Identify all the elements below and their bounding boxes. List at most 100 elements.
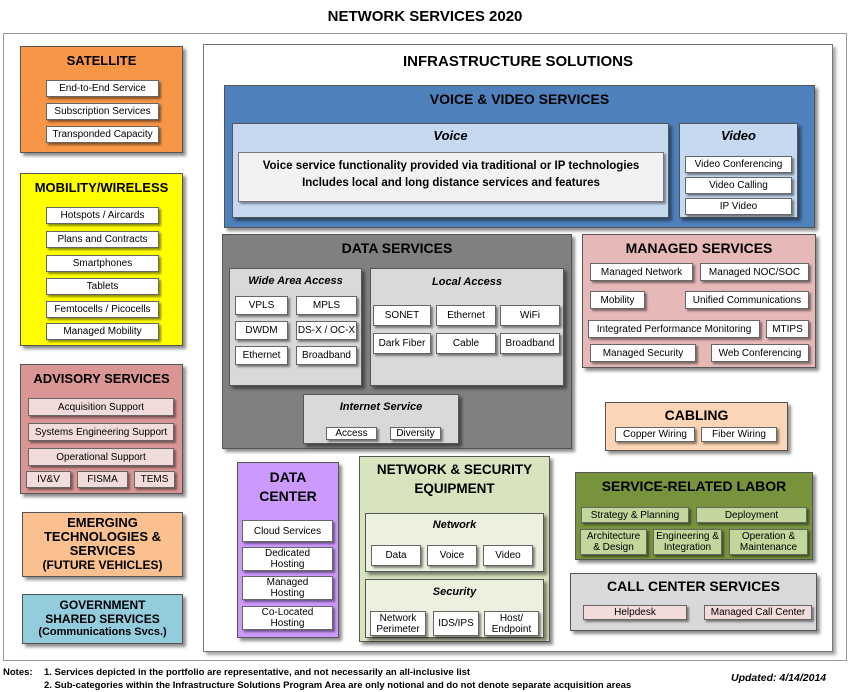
- wide-area-item: MPLS: [296, 296, 357, 315]
- notes-label: Notes:: [3, 667, 33, 678]
- data-center-section: DATA CENTER Cloud Services Dedicated Hos…: [237, 462, 339, 638]
- local-access-item: Cable: [436, 333, 496, 354]
- wide-area-panel: Wide Area Access VPLS MPLS DWDM DS-X / O…: [229, 268, 362, 386]
- cabling-title: CABLING: [664, 407, 729, 423]
- security-title: Security: [432, 586, 477, 598]
- video-item: IP Video: [685, 198, 792, 215]
- advisory-item: Acquisition Support: [28, 398, 174, 416]
- government-line1: GOVERNMENT: [59, 598, 146, 612]
- note-2: 2. Sub-categories within the Infrastruct…: [44, 680, 632, 691]
- government-line2: SHARED SERVICES: [45, 612, 160, 626]
- advisory-title: ADVISORY SERVICES: [33, 371, 170, 386]
- local-access-item: SONET: [373, 305, 431, 326]
- cabling-item: Fiber Wiring: [701, 427, 777, 442]
- voice-line2: Includes local and long distance service…: [302, 177, 600, 189]
- satellite-section: SATELLITE End-to-End Service Subscriptio…: [20, 46, 183, 153]
- data-center-item: Co-Located Hosting: [242, 606, 333, 630]
- network-panel: Network Data Voice Video: [365, 513, 544, 572]
- video-title: Video: [721, 128, 756, 143]
- advisory-item: FISMA: [77, 471, 128, 488]
- local-access-item: WiFi: [500, 305, 560, 326]
- network-item: Video: [483, 545, 533, 566]
- security-item: Network Perimeter: [370, 611, 426, 636]
- data-services-section: DATA SERVICES Wide Area Access VPLS MPLS…: [222, 234, 572, 449]
- government-section: GOVERNMENT SHARED SERVICES (Communicatio…: [22, 594, 183, 644]
- managed-services-item: Managed Security: [590, 344, 696, 362]
- satellite-item: Subscription Services: [46, 103, 159, 120]
- labor-item: Engineering & Integration: [653, 529, 722, 555]
- mobility-title: MOBILITY/WIRELESS: [34, 180, 169, 195]
- wide-area-item: VPLS: [235, 296, 288, 315]
- labor-title: SERVICE-RELATED LABOR: [601, 478, 787, 494]
- portfolio-frame: [3, 33, 847, 661]
- government-line3: (Communications Svcs.): [38, 626, 167, 638]
- advisory-item: Systems Engineering Support: [28, 423, 174, 441]
- emerging-line3: SERVICES: [69, 543, 136, 558]
- video-item: Video Conferencing: [685, 156, 792, 173]
- managed-services-item: Managed NOC/SOC: [700, 263, 809, 281]
- network-security-line2: EQUIPMENT: [414, 481, 495, 496]
- emerging-line2: TECHNOLOGIES &: [43, 529, 161, 544]
- local-access-item: Broadband: [500, 333, 560, 354]
- labor-section: SERVICE-RELATED LABOR Strategy & Plannin…: [575, 472, 813, 560]
- labor-item: Strategy & Planning: [581, 507, 689, 523]
- labor-item: Operation & Maintenance: [729, 529, 808, 555]
- network-security-section: NETWORK & SECURITY EQUIPMENT Network Dat…: [359, 456, 550, 642]
- voice-video-section: VOICE & VIDEO SERVICES Voice Voice servi…: [224, 85, 815, 228]
- emerging-line4: (FUTURE VEHICLES): [42, 558, 163, 572]
- advisory-item: TEMS: [134, 471, 175, 488]
- network-title: Network: [432, 519, 477, 531]
- advisory-item: Operational Support: [28, 448, 174, 466]
- mobility-item: Managed Mobility: [46, 323, 159, 340]
- data-center-line2: CENTER: [259, 488, 317, 504]
- local-access-item: Ethernet: [436, 305, 496, 326]
- data-center-line1: DATA: [269, 469, 307, 485]
- voice-line1: Voice service functionality provided via…: [262, 160, 640, 172]
- video-item: Video Calling: [685, 177, 792, 194]
- wide-area-item: DS-X / OC-X: [296, 321, 357, 340]
- data-center-item: Cloud Services: [242, 520, 333, 542]
- wide-area-item: Ethernet: [235, 346, 288, 365]
- satellite-item: Transponded Capacity: [46, 126, 159, 143]
- local-access-item: Dark Fiber: [373, 333, 431, 354]
- managed-services-item: Unified Communications: [685, 291, 809, 309]
- data-services-title: DATA SERVICES: [341, 240, 453, 256]
- managed-services-item: MTIPS: [766, 320, 809, 338]
- voice-title: Voice: [433, 128, 468, 143]
- mobility-item: Femtocells / Picocells: [46, 301, 159, 318]
- mobility-item: Tablets: [46, 278, 159, 295]
- managed-services-item: Integrated Performance Monitoring: [588, 320, 760, 338]
- security-item: IDS/IPS: [433, 611, 479, 636]
- labor-item: Architecture & Design: [580, 529, 647, 555]
- voice-panel: Voice Voice service functionality provid…: [232, 123, 669, 218]
- data-center-item: Managed Hosting: [242, 576, 333, 600]
- data-center-item: Dedicated Hosting: [242, 547, 333, 571]
- page-title: NETWORK SERVICES 2020: [327, 8, 523, 25]
- managed-services-section: MANAGED SERVICES Managed Network Managed…: [582, 234, 816, 368]
- internet-service-panel: Internet Service Access Diversity: [303, 394, 459, 444]
- managed-services-title: MANAGED SERVICES: [625, 240, 773, 256]
- network-item: Data: [371, 545, 421, 566]
- call-center-item: Managed Call Center: [704, 605, 812, 620]
- note-1: 1. Services depicted in the portfolio ar…: [44, 667, 471, 678]
- wide-area-item: Broadband: [296, 346, 357, 365]
- video-panel: Video Video Conferencing Video Calling I…: [679, 123, 798, 218]
- security-panel: Security Network Perimeter IDS/IPS Host/…: [365, 579, 544, 638]
- internet-service-item: Diversity: [390, 427, 441, 440]
- security-item: Host/ Endpoint: [484, 611, 539, 636]
- local-access-panel: Local Access SONET Ethernet WiFi Dark Fi…: [370, 268, 564, 386]
- wide-area-title: Wide Area Access: [248, 275, 343, 287]
- mobility-item: Plans and Contracts: [46, 231, 159, 248]
- internet-service-item: Access: [326, 427, 377, 440]
- updated-date: Updated: 4/14/2014: [731, 672, 827, 684]
- call-center-section: CALL CENTER SERVICES Helpdesk Managed Ca…: [570, 573, 817, 631]
- infrastructure-title: INFRASTRUCTURE SOLUTIONS: [403, 53, 633, 70]
- mobility-section: MOBILITY/WIRELESS Hotspots / Aircards Pl…: [20, 173, 183, 346]
- managed-services-item: Web Conferencing: [711, 344, 809, 362]
- managed-services-item: Managed Network: [590, 263, 693, 281]
- call-center-item: Helpdesk: [583, 605, 687, 620]
- network-security-line1: NETWORK & SECURITY: [376, 462, 533, 477]
- mobility-item: Smartphones: [46, 255, 159, 272]
- internet-service-title: Internet Service: [339, 401, 423, 413]
- local-access-title: Local Access: [432, 276, 502, 288]
